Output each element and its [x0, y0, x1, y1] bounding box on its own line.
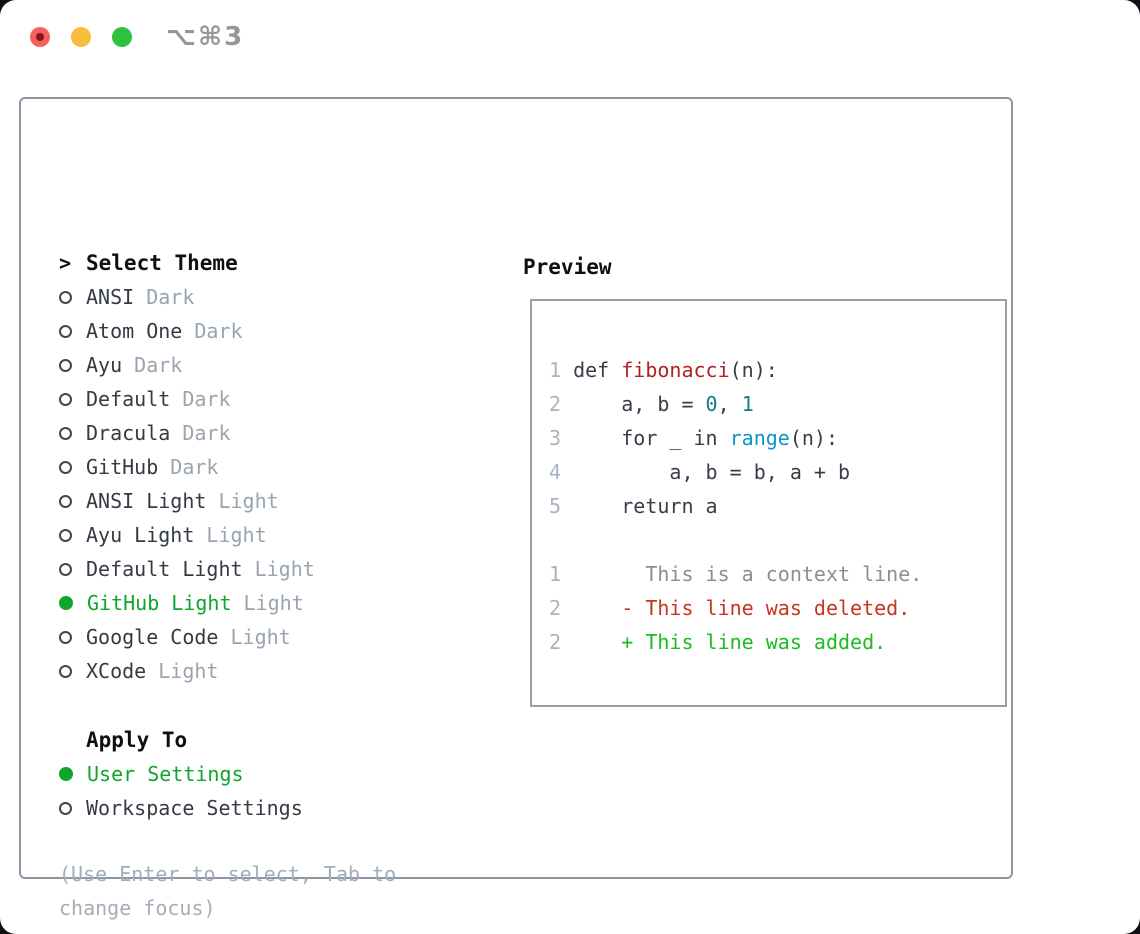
radio-unselected-icon: [59, 664, 72, 678]
radio-unselected-icon: [59, 358, 72, 372]
theme-option-github[interactable]: GitHub Dark: [59, 450, 315, 484]
theme-option-label: GitHub Dark: [86, 455, 219, 479]
code-line: 1 This is a context line.: [549, 562, 923, 586]
theme-option-label: Ayu Light Light: [86, 523, 267, 547]
theme-option-dracula[interactable]: Dracula Dark: [59, 416, 315, 450]
theme-option-label: ANSI Dark: [86, 285, 195, 309]
apply-option-label: User Settings: [87, 762, 244, 786]
keyboard-hint: (Use Enter to select, Tab to change focu…: [59, 862, 397, 920]
theme-option-label: Ayu Dark: [86, 353, 183, 377]
radio-selected-icon: [59, 767, 73, 781]
radio-unselected-icon: [59, 290, 72, 304]
code-line: 1 def fibonacci(n):: [549, 358, 778, 382]
theme-option-xcode[interactable]: XCode Light: [59, 654, 315, 688]
prompt-caret-icon: >: [59, 251, 72, 275]
theme-option-label: GitHub Light Light: [87, 591, 304, 615]
code-line: 4 a, b = b, a + b: [549, 460, 851, 484]
theme-option-default-light[interactable]: Default Light Light: [59, 552, 315, 586]
theme-option-ayu-light[interactable]: Ayu Light Light: [59, 518, 315, 552]
code-line: [549, 523, 922, 557]
theme-option-github-light[interactable]: GitHub Light Light: [59, 586, 315, 620]
theme-option-label: Default Dark: [86, 387, 231, 411]
code-line: 2 a, b = 0, 1: [549, 392, 754, 416]
theme-option-label: Dracula Dark: [86, 421, 231, 445]
radio-unselected-icon: [59, 562, 72, 576]
zoom-button-icon[interactable]: [112, 27, 132, 47]
theme-option-label: XCode Light: [86, 659, 219, 683]
minimize-button-icon[interactable]: [71, 27, 91, 47]
theme-option-default[interactable]: Default Dark: [59, 382, 315, 416]
theme-option-ayu[interactable]: Ayu Dark: [59, 348, 315, 382]
theme-option-label: ANSI Light Light: [86, 489, 279, 513]
preview-title: Preview: [523, 255, 612, 279]
code-line: 3 for _ in range(n):: [549, 426, 839, 450]
code-line: 2 - This line was deleted.: [549, 596, 911, 620]
radio-unselected-icon: [59, 324, 72, 338]
radio-unselected-icon: [59, 528, 72, 542]
radio-unselected-icon: [59, 801, 72, 815]
theme-list-title: Select Theme: [86, 251, 238, 275]
code-line: 2 + This line was added.: [549, 630, 887, 654]
theme-option-ansi-light[interactable]: ANSI Light Light: [59, 484, 315, 518]
apply-to-header-row: Apply To: [59, 723, 303, 757]
unsaved-dot-icon: [36, 33, 44, 41]
code-line: 5 return a: [549, 494, 718, 518]
apply-option-label: Workspace Settings: [86, 796, 303, 820]
theme-option-ansi[interactable]: ANSI Dark: [59, 280, 315, 314]
theme-option-atom-one[interactable]: Atom One Dark: [59, 314, 315, 348]
theme-option-google-code[interactable]: Google Code Light: [59, 620, 315, 654]
apply-option-user-settings[interactable]: User Settings: [59, 757, 303, 791]
window-title: ⌥⌘3: [166, 22, 245, 52]
theme-option-label: Google Code Light: [86, 625, 291, 649]
radio-unselected-icon: [59, 494, 72, 508]
radio-unselected-icon: [59, 630, 72, 644]
theme-option-label: Default Light Light: [86, 557, 315, 581]
preview-pane: 1 def fibonacci(n): 2 a, b = 0, 1 3 for _ …: [530, 299, 1007, 707]
theme-list-header: > Select Theme: [59, 246, 315, 280]
preview-code: 1 def fibonacci(n): 2 a, b = 0, 1 3 for _ …: [549, 353, 922, 659]
radio-selected-icon: [59, 596, 73, 610]
apply-to-title: Apply To: [86, 728, 188, 752]
radio-unselected-icon: [59, 460, 72, 474]
close-button-icon[interactable]: [30, 27, 50, 47]
apply-option-workspace-settings[interactable]: Workspace Settings: [59, 791, 303, 825]
radio-unselected-icon: [59, 426, 72, 440]
radio-unselected-icon: [59, 392, 72, 406]
theme-option-label: Atom One Dark: [86, 319, 243, 343]
